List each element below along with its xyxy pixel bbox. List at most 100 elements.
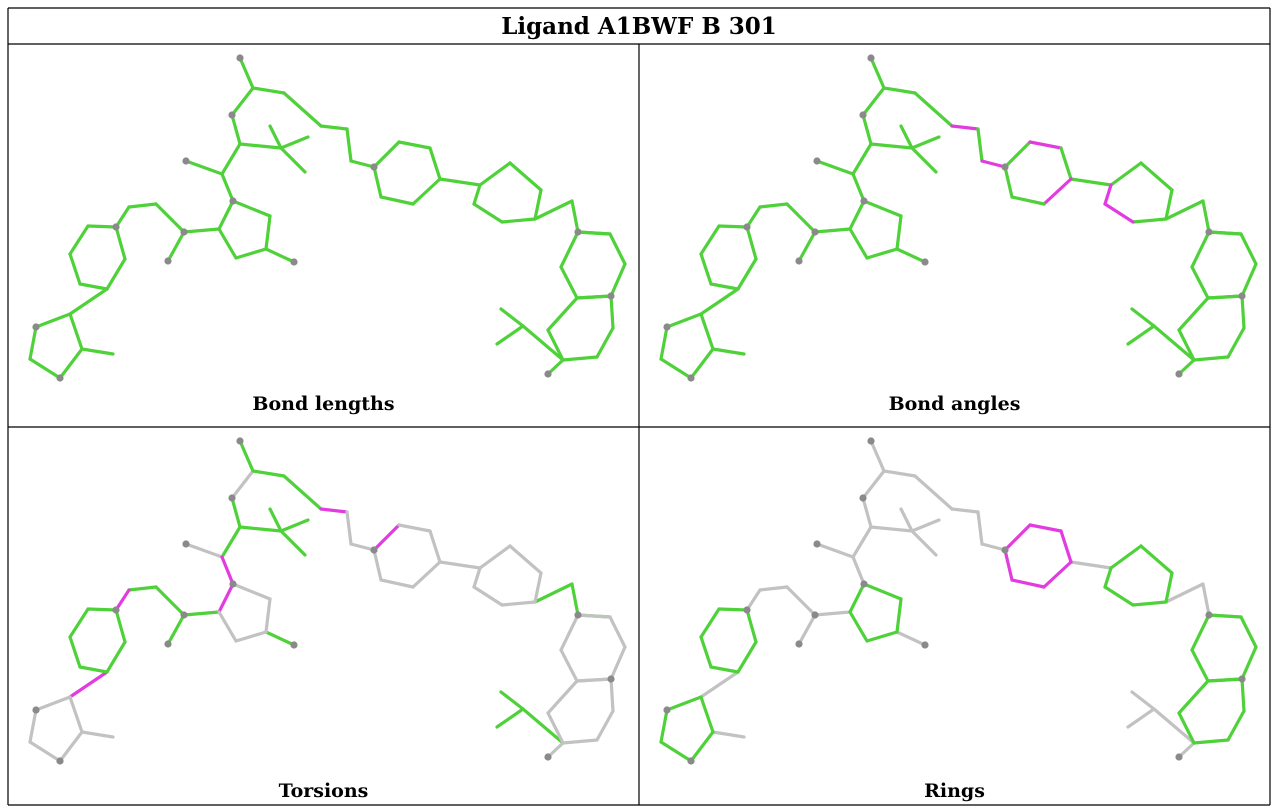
ring-bond (86, 607, 118, 612)
atom-marker (1238, 675, 1246, 683)
ring-bond (1192, 355, 1230, 362)
bond (220, 142, 242, 176)
ring-bond (865, 630, 899, 643)
atom-marker (813, 157, 821, 165)
atom-marker (859, 494, 867, 502)
ring-bond (862, 199, 903, 218)
panel-caption-torsions: Torsions (279, 780, 369, 802)
bond (699, 287, 740, 316)
atom-marker (229, 580, 237, 588)
ring-bond (28, 740, 62, 763)
atom-marker (921, 641, 929, 649)
bond (282, 474, 323, 511)
bond (127, 585, 158, 592)
ring-bond (478, 544, 512, 570)
bond (1069, 560, 1113, 570)
ring-bond (717, 224, 749, 229)
ring-bond (709, 665, 740, 674)
ring-bond (397, 523, 432, 533)
atom-marker (56, 374, 64, 382)
ring-bond (34, 695, 72, 712)
ring-bond (379, 578, 415, 589)
ring-bond (1003, 165, 1014, 199)
atom-marker (663, 706, 671, 714)
ring-bond (68, 695, 84, 734)
ring-bond (68, 224, 90, 256)
ring-bond (1109, 161, 1143, 187)
bond (913, 91, 954, 128)
atom-marker (290, 258, 298, 266)
ring-bond (1059, 529, 1073, 564)
ring-bond (546, 328, 565, 362)
bond (279, 529, 307, 557)
ring-bond (533, 571, 543, 604)
ring-bond (28, 325, 38, 361)
ring-bond (1028, 523, 1063, 533)
ring-bond (1240, 645, 1258, 681)
bond (533, 199, 574, 221)
ring-bond (895, 214, 903, 251)
atom-marker (607, 675, 615, 683)
atom-marker (544, 753, 552, 761)
ring-bond (78, 665, 109, 674)
molecule-bonds (659, 439, 1258, 763)
bond (1152, 324, 1196, 362)
ring-bond (1010, 195, 1046, 206)
ring-bond (1139, 161, 1174, 192)
ring-bond (472, 566, 482, 589)
ring-bond (500, 217, 537, 224)
ring-bond (114, 608, 127, 644)
molecule-bonds (28, 439, 627, 763)
ring-bond (561, 355, 599, 362)
grid-lines (7, 7, 1271, 806)
ring-bond (1207, 230, 1243, 236)
ring-bond (595, 709, 615, 742)
ring-bond (1177, 296, 1210, 332)
atom-marker (921, 258, 929, 266)
bond (251, 469, 286, 478)
atom-marker (860, 197, 868, 205)
bond (815, 542, 855, 559)
bond (758, 202, 789, 209)
bond (797, 613, 817, 646)
bond (345, 510, 353, 546)
panel-bond-angles: Bond angles (659, 54, 1258, 415)
molecule-bonds (659, 56, 1258, 380)
ring-bond (865, 247, 899, 260)
atom-marker (867, 437, 875, 445)
bond (279, 135, 310, 150)
atom-marker (32, 323, 40, 331)
ring-bond (848, 199, 866, 231)
ring-bond (1103, 183, 1113, 206)
bond (699, 670, 740, 699)
bond (1130, 307, 1156, 328)
ring-bond (1103, 585, 1135, 607)
ring-bond (1164, 571, 1174, 604)
atom-marker (1001, 163, 1009, 171)
ring-bond (736, 257, 758, 291)
ring-bond (699, 224, 721, 256)
ring-bond (28, 708, 38, 744)
ring-bond (1190, 648, 1210, 683)
panel-torsions: Torsions (28, 437, 627, 802)
bond (349, 159, 376, 169)
bond (68, 287, 109, 316)
bond (349, 542, 376, 552)
bond (570, 582, 580, 617)
ring-bond (848, 582, 866, 614)
ring-bond (659, 325, 669, 361)
atom-marker (811, 228, 819, 236)
bond (230, 496, 242, 529)
atom-marker (1175, 753, 1183, 761)
bond (861, 469, 886, 500)
bond (166, 230, 186, 263)
ring-bond (1103, 202, 1135, 224)
ring-bond (234, 630, 268, 643)
ring-bond (689, 347, 715, 380)
ring-bond (1059, 146, 1073, 181)
ring-bond (217, 199, 235, 231)
bond (1126, 707, 1156, 729)
bond (570, 199, 580, 234)
bond (80, 730, 115, 739)
